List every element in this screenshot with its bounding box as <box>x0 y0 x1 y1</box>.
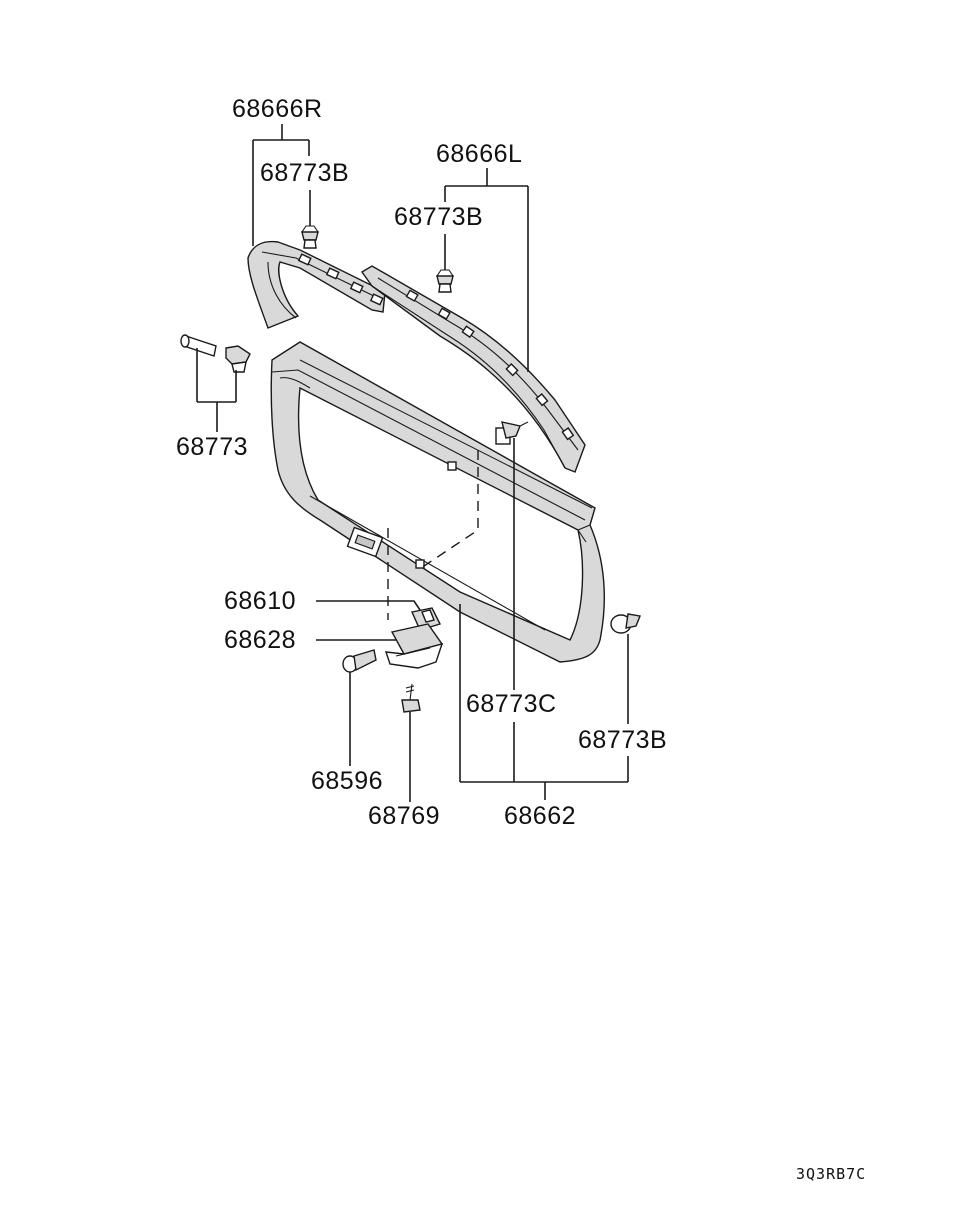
bracket-68610 <box>411 607 441 631</box>
trim-68666R <box>247 240 386 329</box>
label-68666L: 68666L <box>436 140 523 168</box>
trim-panel-68662 <box>270 341 606 663</box>
label-68662: 68662 <box>504 802 577 830</box>
screw-68596 <box>342 649 377 673</box>
label-68773B-right: 68773B <box>578 726 668 754</box>
screw-68769 <box>401 683 421 713</box>
leader-lines <box>196 124 629 802</box>
figure-code: 3Q3RB7C <box>796 1165 867 1183</box>
label-68773B-middle: 68773B <box>394 203 484 231</box>
trim-68666L <box>360 265 586 473</box>
handle-68628 <box>384 623 444 669</box>
label-68610: 68610 <box>224 587 297 615</box>
label-68666R: 68666R <box>232 95 323 123</box>
label-68773C: 68773C <box>466 690 557 718</box>
label-68773B-upper: 68773B <box>260 159 350 187</box>
clip-68773C <box>501 421 529 439</box>
label-68769: 68769 <box>368 802 441 830</box>
label-68628: 68628 <box>224 626 297 654</box>
clip-68773B-right <box>610 613 641 634</box>
clip-68773-pair <box>180 334 251 373</box>
label-68596: 68596 <box>311 767 384 795</box>
label-68773: 68773 <box>176 433 249 461</box>
clip-68773B-middle <box>435 269 455 293</box>
clip-68773B-upper <box>300 225 320 249</box>
